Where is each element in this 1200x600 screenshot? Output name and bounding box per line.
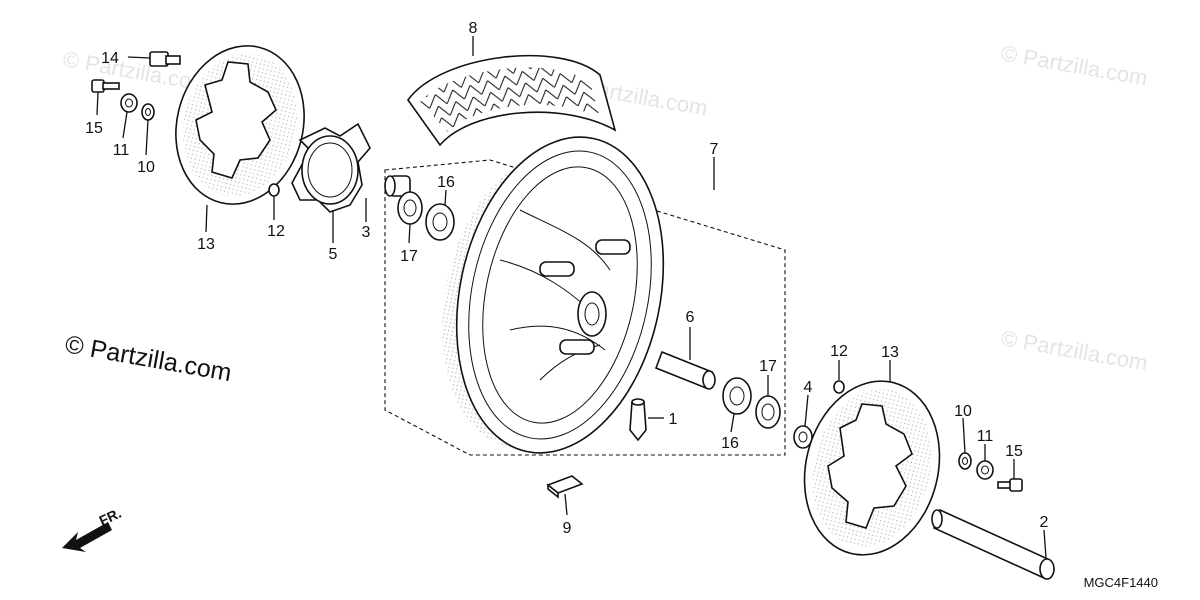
bolt-15-left bbox=[91, 79, 120, 93]
collar-4 bbox=[793, 425, 813, 449]
bearing-17-right bbox=[755, 395, 781, 429]
front-axle-2 bbox=[931, 508, 1055, 580]
front-direction-arrow bbox=[62, 522, 112, 552]
distance-collar-6 bbox=[654, 350, 716, 390]
callout-17-right: 17 bbox=[759, 358, 777, 375]
callout-3: 3 bbox=[362, 224, 371, 241]
leader-lines bbox=[96, 36, 1047, 559]
callout-4: 4 bbox=[804, 379, 813, 396]
washer-12-right bbox=[833, 380, 845, 394]
callout-1: 1 bbox=[669, 411, 678, 428]
diagram-code: MGC4F1440 bbox=[1084, 575, 1158, 590]
washer-10-right bbox=[958, 452, 972, 470]
bearing-17-left bbox=[397, 191, 423, 225]
bearing-16-right bbox=[722, 377, 752, 415]
callout-12-left: 12 bbox=[267, 223, 285, 240]
washer-12-left bbox=[268, 183, 280, 197]
callout-16-right: 16 bbox=[721, 435, 739, 452]
bolt-15-right bbox=[997, 478, 1023, 492]
callout-9: 9 bbox=[563, 520, 572, 537]
callout-7: 7 bbox=[710, 141, 719, 158]
callout-2: 2 bbox=[1040, 514, 1049, 531]
callout-11-left: 11 bbox=[113, 142, 130, 159]
callout-14: 14 bbox=[101, 50, 119, 67]
callout-13-left: 13 bbox=[197, 236, 215, 253]
watermark-top-right: © Partzilla.com bbox=[999, 40, 1149, 90]
watermark-left-dark: © Partzilla.com bbox=[63, 330, 234, 387]
flange-bolt-14 bbox=[149, 51, 181, 67]
callout-labels: 14 15 11 10 13 12 5 3 17 16 8 7 6 1 16 1… bbox=[85, 20, 1048, 537]
callout-10-right: 10 bbox=[954, 403, 972, 420]
tire-8 bbox=[407, 54, 617, 147]
callout-11-right: 11 bbox=[977, 428, 994, 445]
watermark-mid-right: © Partzilla.com bbox=[999, 325, 1149, 375]
pulser-ring-5 bbox=[291, 122, 371, 213]
callout-5: 5 bbox=[329, 246, 338, 263]
brake-disc-right bbox=[803, 380, 941, 556]
front-marker-label: FR. bbox=[97, 505, 124, 529]
callout-10-left: 10 bbox=[137, 159, 155, 176]
valve-1 bbox=[629, 398, 647, 442]
nut-11-left bbox=[120, 93, 138, 113]
callout-6: 6 bbox=[686, 309, 695, 326]
callout-15-left: 15 bbox=[85, 120, 103, 137]
washer-10-left bbox=[141, 103, 155, 121]
callout-13-right: 13 bbox=[881, 344, 899, 361]
callout-16-left: 16 bbox=[437, 174, 455, 191]
collar-3 bbox=[384, 175, 411, 197]
callout-15-right: 15 bbox=[1005, 443, 1023, 460]
brake-disc-left bbox=[175, 45, 305, 205]
wheel-rim-7 bbox=[384, 136, 786, 456]
balance-weight-9 bbox=[546, 475, 584, 499]
callout-8: 8 bbox=[469, 20, 478, 37]
callout-12-right: 12 bbox=[830, 343, 848, 360]
callout-17-left: 17 bbox=[400, 248, 418, 265]
nut-11-right bbox=[976, 460, 994, 480]
bearing-16-left bbox=[425, 203, 455, 241]
